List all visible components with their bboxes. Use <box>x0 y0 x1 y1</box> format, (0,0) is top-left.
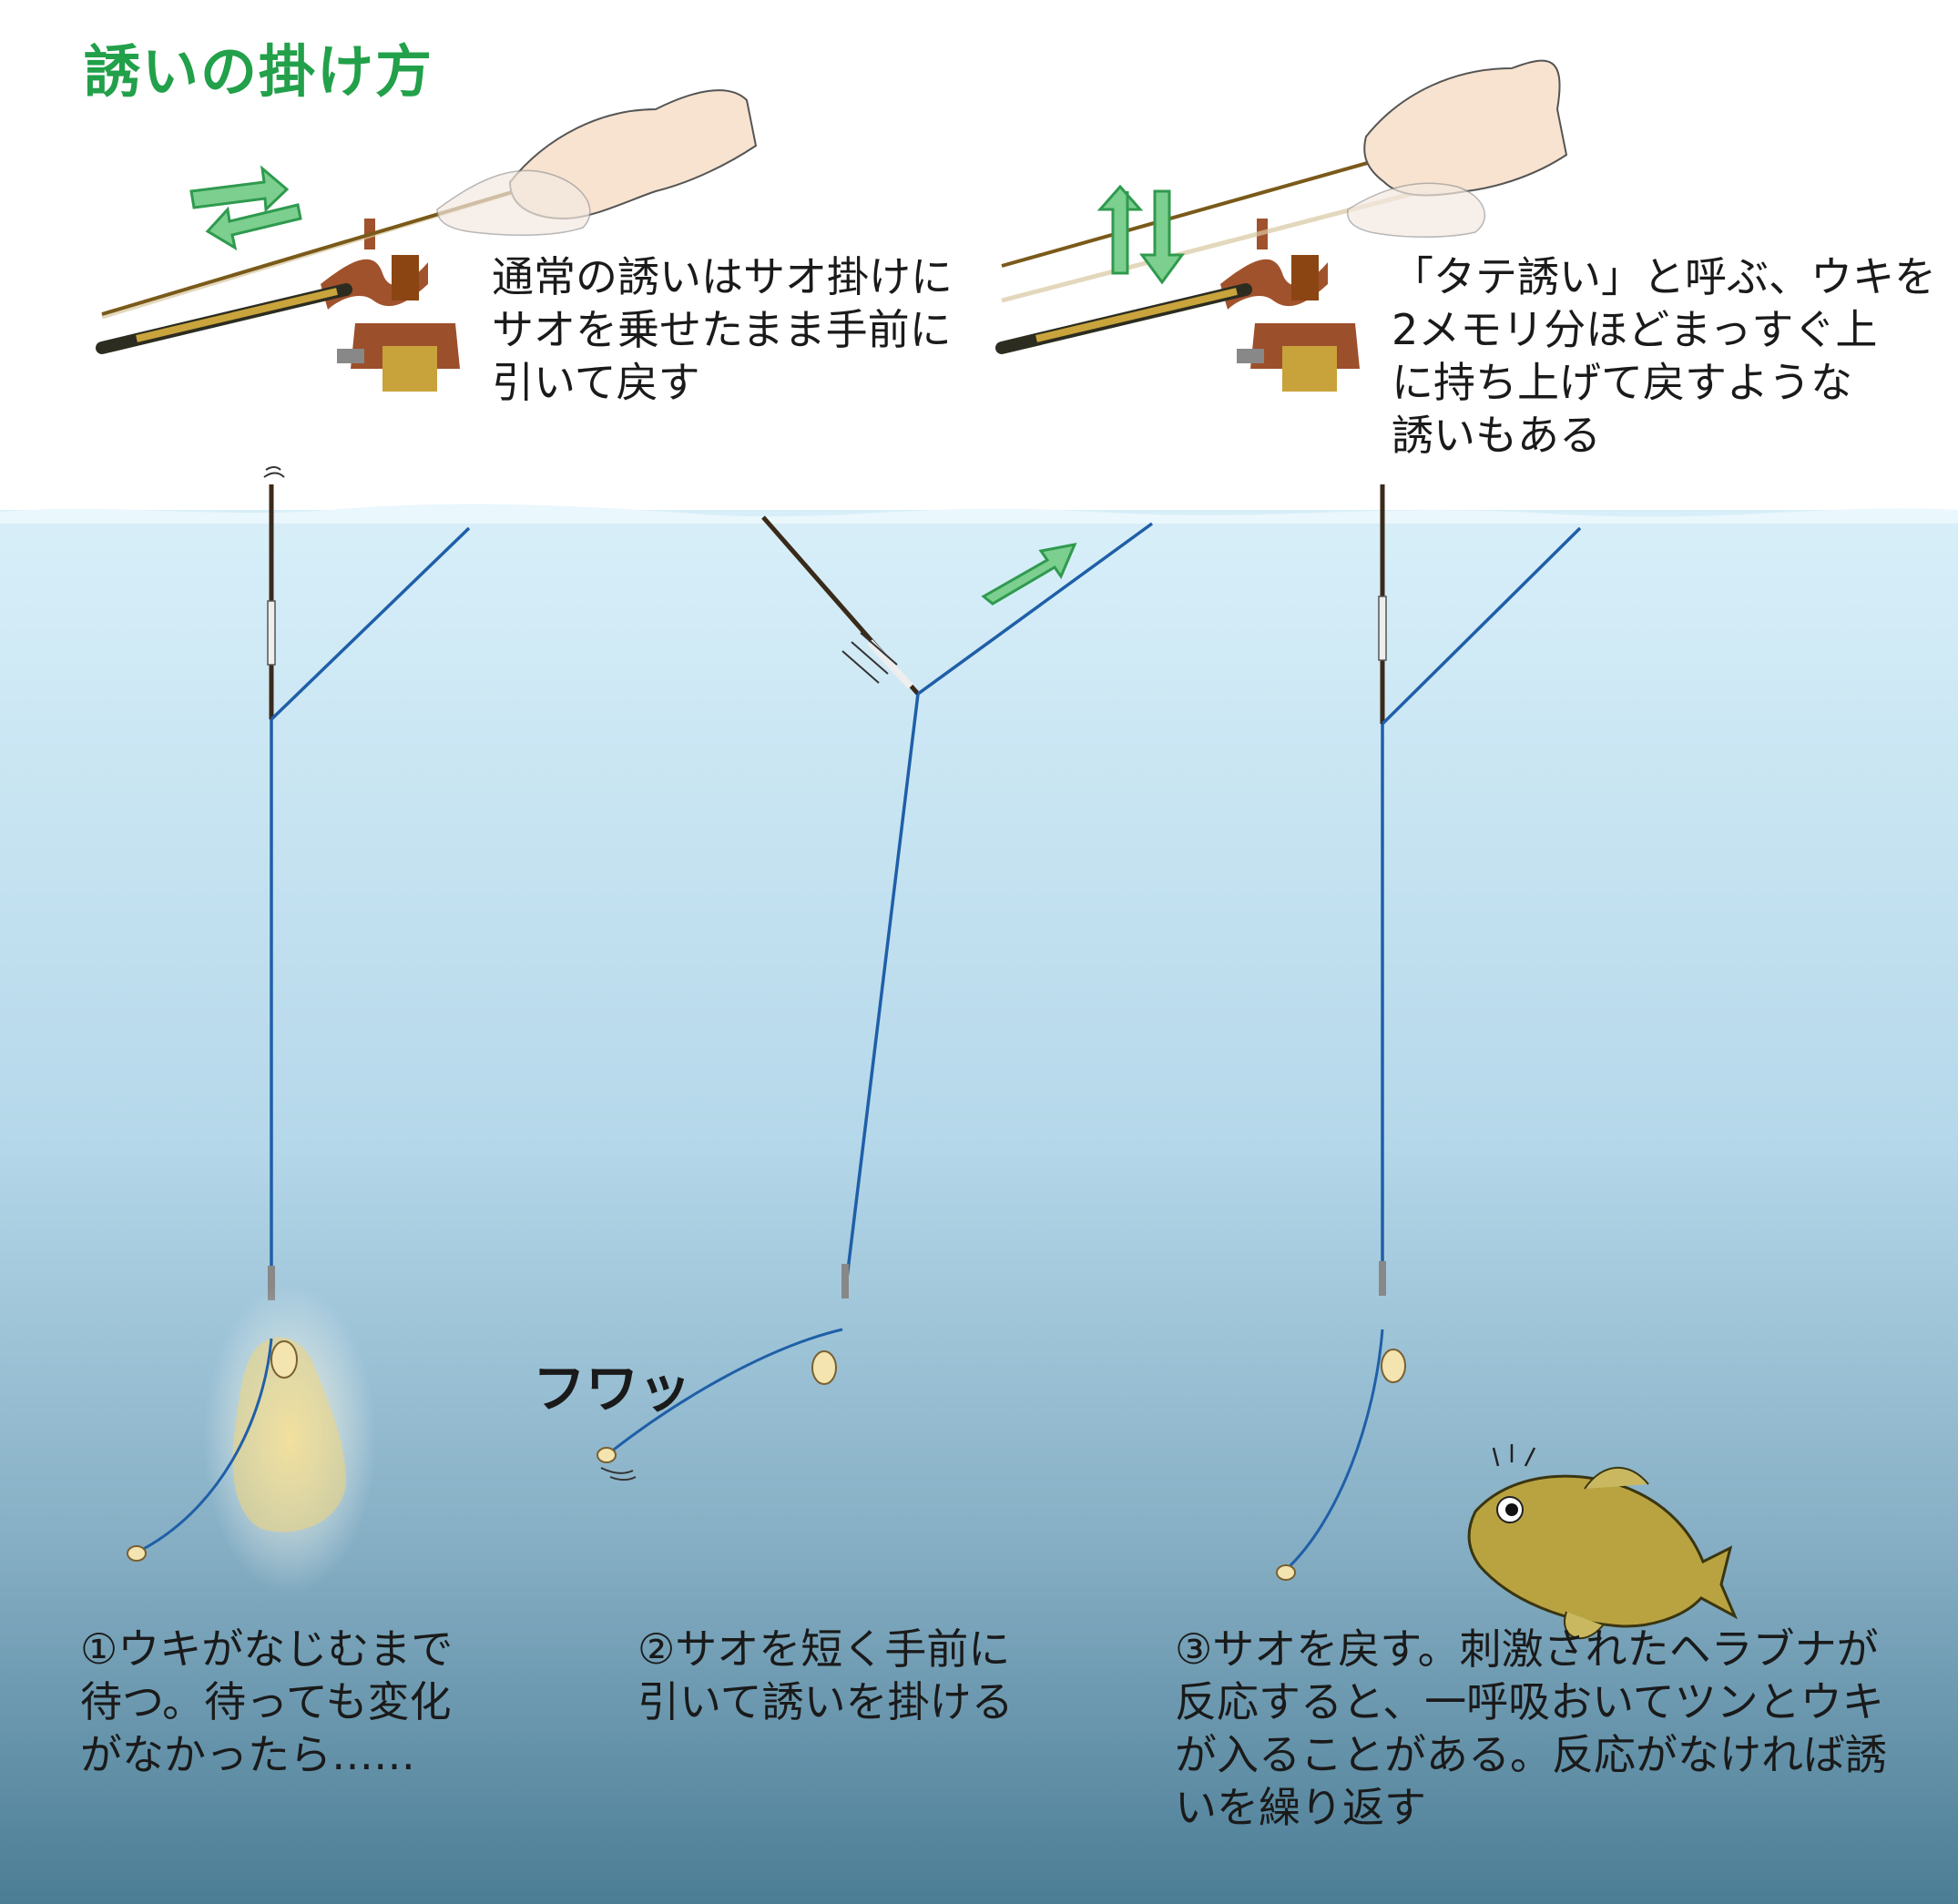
step-2-caption: ②サオを短く手前に 引いて誘いを掛ける <box>637 1624 1014 1726</box>
rod-holder-right <box>1220 219 1360 392</box>
page-title: 誘いの掛け方 <box>84 38 434 105</box>
step-1-caption: ①ウキがなじむまで 待つ。待っても変化 がなかったら…… <box>80 1624 454 1779</box>
line-2 <box>843 522 1154 1294</box>
scene-1 <box>127 466 471 1593</box>
caption-normal-sasoi: 通常の誘いはサオ掛けに サオを乗せたまま手前に 引いて戻す <box>492 252 953 407</box>
water-surface <box>0 504 1958 524</box>
hand-right <box>1346 59 1568 238</box>
hand-left <box>436 89 758 237</box>
rod-holder-left <box>321 219 460 392</box>
horizontal-arrows-icon <box>189 165 302 251</box>
ripple-icon <box>263 466 285 478</box>
scene-2 <box>597 515 1154 1481</box>
sound-effect-label: フワッ <box>533 1358 692 1420</box>
caption-tate-sasoi: 「タテ誘い」と呼ぶ、ウキを 2メモリ分ほどまっすぐ上 に持ち上げて戻すような 誘… <box>1392 252 1936 460</box>
scene-3 <box>1276 484 1582 1581</box>
pull-arrow-icon <box>981 543 1077 606</box>
bait-lower-1 <box>127 1545 147 1562</box>
vertical-arrows-icon <box>1096 184 1185 285</box>
bait-upper-2 <box>811 1350 837 1385</box>
step-3-caption: ③サオを戻す。刺激されたヘラブナが 反応すると、一呼吸おいてツンとウキ が入るこ… <box>1175 1624 1887 1832</box>
herabuna-fish-icon <box>1467 1444 1739 1640</box>
line-1 <box>270 526 471 1266</box>
bait-upper-3 <box>1381 1349 1406 1383</box>
bait-upper-1 <box>270 1340 298 1379</box>
bait-lower-2 <box>597 1447 617 1463</box>
line-3 <box>1381 526 1582 1261</box>
water-area <box>0 510 1958 1904</box>
bait-lower-3 <box>1276 1564 1296 1581</box>
